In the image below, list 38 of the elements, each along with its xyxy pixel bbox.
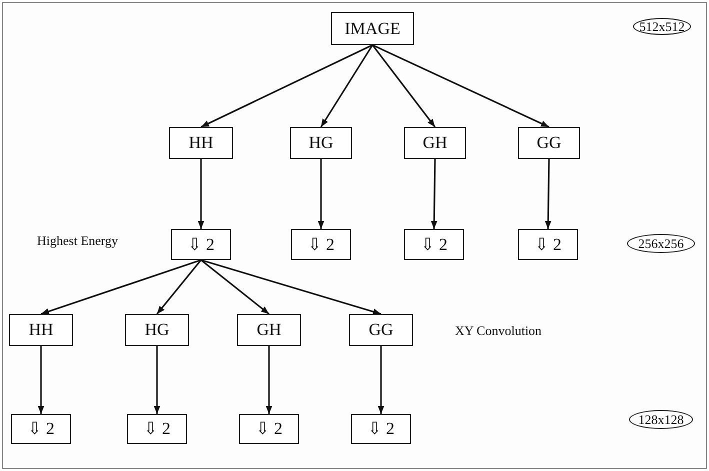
process-box: ⇩ 2 xyxy=(518,229,578,260)
size-ellipse: 512x512 xyxy=(633,18,691,35)
process-box: HG xyxy=(290,127,352,159)
arrow xyxy=(430,158,438,230)
arrow xyxy=(200,44,373,128)
process-box: IMAGE xyxy=(331,12,414,45)
process-box: ⇩ 2 xyxy=(127,414,187,444)
process-box: ⇩ 2 xyxy=(11,414,71,444)
arrow xyxy=(156,260,202,314)
arrow xyxy=(200,259,270,315)
process-box: GH xyxy=(404,127,466,159)
arrow xyxy=(372,44,436,128)
size-ellipse: 256x256 xyxy=(627,234,695,253)
process-box: GG xyxy=(349,314,413,346)
process-box: ⇩ 2 xyxy=(291,229,351,260)
arrow xyxy=(372,44,550,128)
process-box: HH xyxy=(9,314,73,346)
arrow xyxy=(544,158,552,230)
process-box: HH xyxy=(169,127,233,159)
size-ellipse: 128x128 xyxy=(629,410,693,429)
arrow xyxy=(198,159,204,229)
arrow xyxy=(200,259,382,315)
arrow xyxy=(40,259,202,315)
process-box: GH xyxy=(237,314,301,346)
process-box: ⇩ 2 xyxy=(239,414,299,444)
annotation-label: XY Convolution xyxy=(455,323,542,339)
process-box: ⇩ 2 xyxy=(351,414,411,444)
annotation-label: Highest Energy xyxy=(37,233,118,249)
process-box: ⇩ 2 xyxy=(404,229,464,260)
arrow xyxy=(378,346,384,414)
process-box: ⇩ 2 xyxy=(171,229,231,260)
process-box: GG xyxy=(518,127,580,159)
process-box: HG xyxy=(125,314,189,346)
arrow xyxy=(154,346,160,414)
arrow xyxy=(266,346,272,414)
arrow xyxy=(318,159,324,229)
arrow xyxy=(38,346,44,414)
arrow xyxy=(320,44,374,128)
